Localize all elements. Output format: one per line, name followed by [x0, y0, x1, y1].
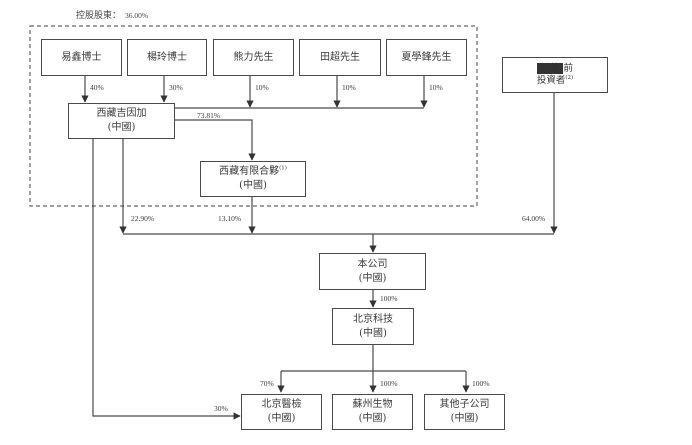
- controlling-shareholders-header: 控股股東：36.00%: [76, 8, 148, 21]
- entity-region: (中國): [359, 327, 387, 339]
- xizang-partnership-box: 西藏有限合夥(1) (中國): [200, 161, 306, 197]
- entity-name: 西藏吉因加: [96, 108, 147, 119]
- pct-label: 30%: [169, 83, 183, 92]
- redacted-text: [編纂]: [537, 63, 564, 74]
- shareholder-box: 熊力先生: [213, 39, 294, 76]
- pct-label: 30%: [214, 404, 228, 413]
- arrow-jiyinjia-to-partnership: [175, 119, 256, 161]
- pre-ipo-suffix: 前: [563, 63, 573, 74]
- pct-label: 73.81%: [197, 111, 221, 120]
- beijing-tech-box: 北京科技 (中國): [332, 308, 414, 345]
- entity-region: (中國): [450, 413, 479, 424]
- entity-name-line: 西藏有限合夥(1): [219, 165, 287, 179]
- entity-region: (中國): [358, 413, 387, 424]
- entity-region: (中國): [267, 413, 296, 424]
- pre-ipo-investor-label: 投資者: [536, 75, 566, 86]
- controlling-shareholders-group: [29, 25, 478, 207]
- footnote-marker: (1): [279, 165, 287, 172]
- shareholder-box: 夏學鋒先生: [386, 39, 467, 76]
- pct-label: 22.90%: [131, 214, 155, 223]
- pct-label: 70%: [260, 379, 274, 388]
- shareholder-name: 熊力先生: [233, 51, 274, 63]
- company-box: 本公司 (中國): [319, 253, 426, 290]
- xizang-jiyinjia-box: 西藏吉因加 (中國): [68, 103, 175, 139]
- entity-name: 本公司: [357, 258, 388, 270]
- entity-region: (中國): [358, 272, 387, 284]
- subsidiary-box-suzhou-bio: 蘇州生物 (中國): [332, 394, 413, 430]
- pct-label: 13.10%: [218, 214, 242, 223]
- shareholder-box: 易鑫博士: [41, 39, 122, 76]
- header-value: 36.00%: [125, 11, 149, 20]
- pre-ipo-line2: 投資者(2): [537, 75, 573, 87]
- entity-name: 其他子公司: [439, 399, 490, 410]
- pre-ipo-line1: [編纂]前: [537, 63, 573, 75]
- shareholder-name: 楊玲博士: [147, 51, 187, 63]
- pct-label: 100%: [380, 294, 398, 303]
- shareholder-name: 易鑫博士: [61, 51, 102, 63]
- footnote-marker: (2): [565, 74, 574, 81]
- pct-label: 100%: [380, 379, 398, 388]
- shareholder-name: 田超先生: [320, 51, 360, 63]
- subsidiary-box-other: 其他子公司 (中國): [424, 394, 505, 430]
- pre-ipo-investors-box: [編纂]前 投資者(2): [502, 57, 608, 93]
- entity-region: (中國): [239, 180, 267, 191]
- pct-label: 40%: [90, 83, 104, 92]
- subsidiary-box-bj-medical: 北京醫檢 (中國): [241, 394, 322, 430]
- pct-label: 10%: [342, 83, 356, 92]
- shareholder-box: 田超先生: [299, 39, 381, 76]
- pct-label: 10%: [429, 83, 443, 92]
- header-label: 控股股東：: [76, 11, 122, 21]
- entity-name: 西藏有限合夥: [219, 166, 280, 177]
- entity-name: 蘇州生物: [352, 399, 393, 410]
- shareholder-box: 楊玲博士: [127, 39, 207, 76]
- entity-name: 北京醫檢: [261, 399, 302, 410]
- pct-label: 10%: [255, 83, 269, 92]
- pct-label: 100%: [472, 379, 490, 388]
- shareholder-name: 夏學鋒先生: [401, 51, 452, 63]
- entity-name: 北京科技: [353, 313, 393, 325]
- pct-label: 64.00%: [522, 214, 546, 223]
- entity-region: (中國): [107, 122, 136, 133]
- arrow-jiyinjia-to-bj-medical: [92, 139, 241, 420]
